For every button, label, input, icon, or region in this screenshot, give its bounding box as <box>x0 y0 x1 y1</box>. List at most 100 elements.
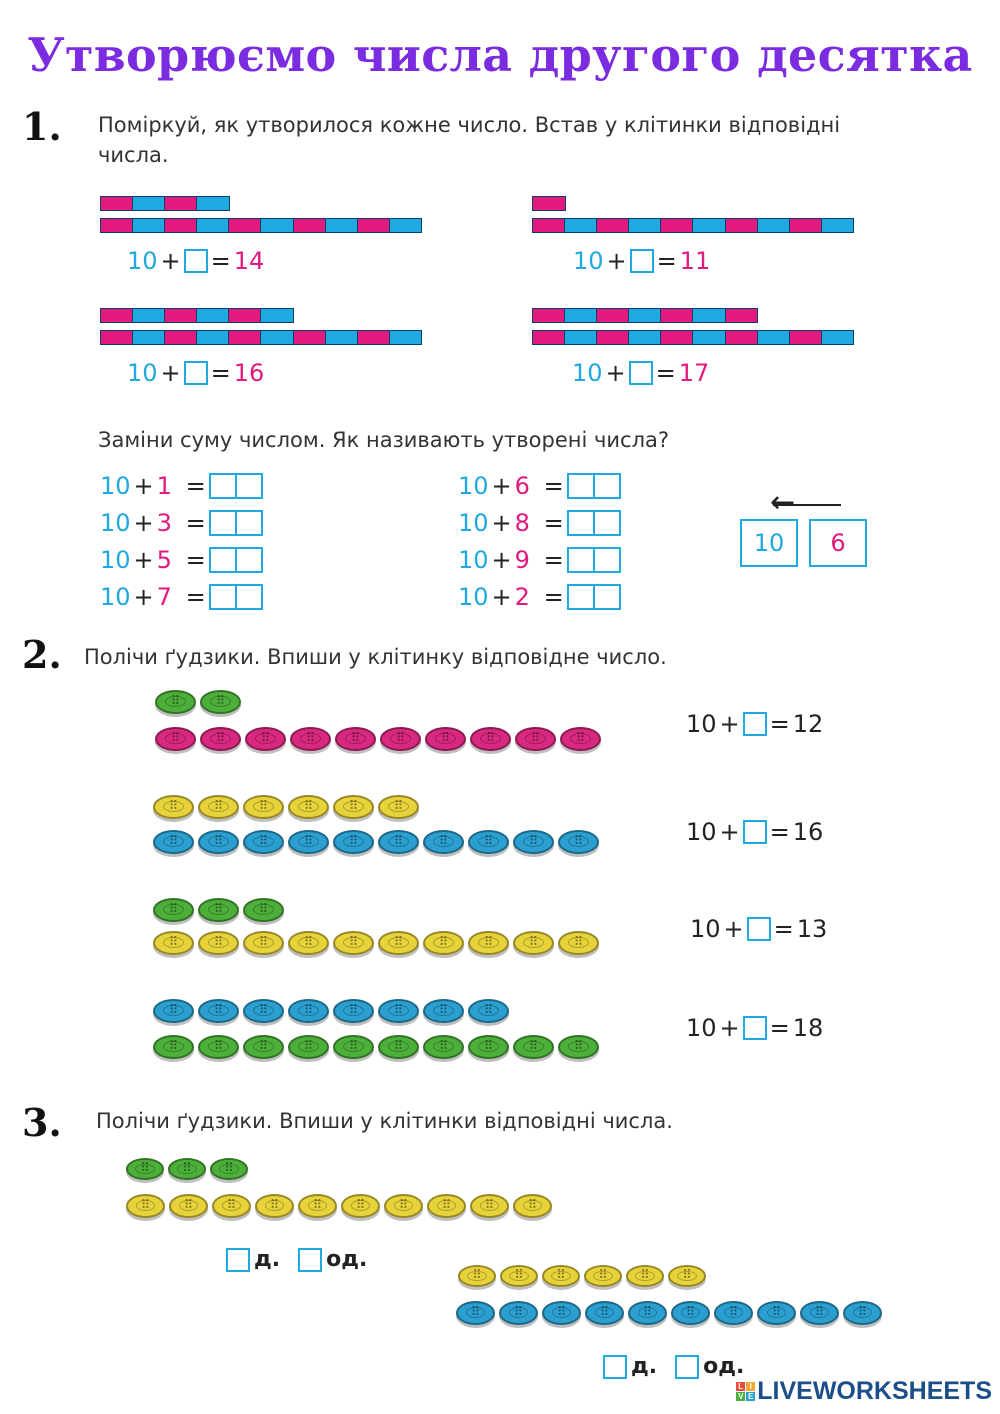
button-icon <box>200 727 241 751</box>
button-icon <box>200 690 241 714</box>
answer-box[interactable] <box>183 361 208 385</box>
plus-sign: + <box>719 1014 740 1042</box>
task1-number: 1. <box>22 104 62 149</box>
model-4: 10 + = 17 <box>532 308 855 387</box>
strip-cell <box>532 218 566 233</box>
strip-cell <box>820 218 855 233</box>
plus-sign: + <box>491 545 512 574</box>
button-icon <box>542 1301 581 1325</box>
answer-box[interactable] <box>628 361 653 385</box>
model-2: 10 + = 11 <box>532 196 855 275</box>
button-icon <box>558 931 599 955</box>
ones-strip <box>100 196 422 211</box>
strip-cell <box>324 218 359 233</box>
button-icon <box>513 931 554 955</box>
button-row-bottom <box>456 1301 882 1325</box>
answer-box[interactable] <box>183 249 208 273</box>
tens-answer-box[interactable] <box>603 1354 627 1379</box>
sum-base: 10 <box>100 545 131 574</box>
answer-box[interactable] <box>746 917 771 941</box>
model-equation: 10 + = 11 <box>573 247 854 275</box>
button-icon <box>468 830 509 854</box>
button-equation: 10+=13 <box>690 915 827 943</box>
equals-sign: = <box>656 247 677 275</box>
sum-row: 10+1 = <box>100 467 263 504</box>
button-icon <box>210 1158 248 1180</box>
button-icon <box>513 1035 554 1059</box>
button-icon <box>468 999 509 1023</box>
tens-answer-box[interactable] <box>226 1247 250 1272</box>
two-digit-answer-box[interactable] <box>208 509 263 536</box>
two-digit-answer-box[interactable] <box>208 546 263 573</box>
button-row-bottom <box>153 931 599 955</box>
strip-cell <box>628 308 662 323</box>
tens-strip <box>100 330 423 345</box>
button-icon <box>668 1265 706 1287</box>
button-icon <box>423 931 464 955</box>
logo-letter: I <box>746 1382 756 1391</box>
ones-strip <box>532 308 854 323</box>
ones-answer-box[interactable] <box>675 1354 700 1379</box>
plus-sign: + <box>605 359 626 387</box>
sum-row: 10+2 = <box>458 578 621 615</box>
answer-box[interactable] <box>742 820 767 844</box>
strip-cell <box>724 218 759 233</box>
button-icon <box>333 1035 374 1059</box>
equals-sign: = <box>185 471 206 500</box>
sum-addend: 7 <box>156 582 172 611</box>
equals-sign: = <box>185 582 206 611</box>
sum-base: 10 <box>458 508 489 537</box>
strip-cell <box>532 308 566 323</box>
strip-cell <box>260 330 295 345</box>
two-digit-answer-box[interactable] <box>566 472 621 499</box>
equals-sign: = <box>210 247 231 275</box>
ones-answer-box[interactable] <box>298 1247 323 1272</box>
button-row-top <box>153 898 284 922</box>
button-icon <box>298 1194 337 1218</box>
two-digit-answer-box[interactable] <box>208 472 263 499</box>
two-digit-answer-box[interactable] <box>566 583 621 610</box>
plus-sign: + <box>160 247 181 275</box>
button-icon <box>468 931 509 955</box>
two-digit-answer-box[interactable] <box>208 583 263 610</box>
button-icon <box>290 727 331 751</box>
button-icon <box>153 898 194 922</box>
button-row-top <box>153 999 509 1023</box>
button-icon <box>333 795 374 819</box>
button-icon <box>585 1301 624 1325</box>
answer-box[interactable] <box>629 249 654 273</box>
button-icon <box>243 795 284 819</box>
strip-cell <box>596 218 630 233</box>
two-digit-answer-box[interactable] <box>566 546 621 573</box>
button-icon <box>458 1265 496 1287</box>
answer-box[interactable] <box>742 712 767 736</box>
button-icon <box>153 1035 194 1059</box>
button-icon <box>470 727 511 751</box>
button-icon <box>155 727 196 751</box>
sums-right: 10+6 = 10+8 = 10+9 = 10+2 = <box>458 467 621 615</box>
sum-base: 10 <box>100 582 131 611</box>
strip-cell <box>260 218 295 233</box>
plus-sign: + <box>133 508 154 537</box>
button-icon <box>843 1301 882 1325</box>
button-icon <box>456 1301 495 1325</box>
strip-cell <box>596 330 630 345</box>
task3-number: 3. <box>22 1100 62 1145</box>
sum-addend: 8 <box>514 508 530 537</box>
strip-cell <box>756 330 791 345</box>
button-icon <box>628 1301 667 1325</box>
button-row-bottom <box>153 830 599 854</box>
result-value: 17 <box>678 359 710 387</box>
base-value: 10 <box>686 818 717 846</box>
plus-sign: + <box>491 471 512 500</box>
strip-cell <box>628 218 662 233</box>
button-icon <box>212 1194 251 1218</box>
two-digit-answer-box[interactable] <box>566 509 621 536</box>
strip-cell <box>228 308 262 323</box>
answer-box[interactable] <box>742 1016 767 1040</box>
button-row-bottom <box>126 1194 552 1218</box>
strip-cell <box>356 330 391 345</box>
model-1: 10 + = 14 <box>100 196 423 275</box>
button-icon <box>468 1035 509 1059</box>
strip-cell <box>196 196 230 211</box>
